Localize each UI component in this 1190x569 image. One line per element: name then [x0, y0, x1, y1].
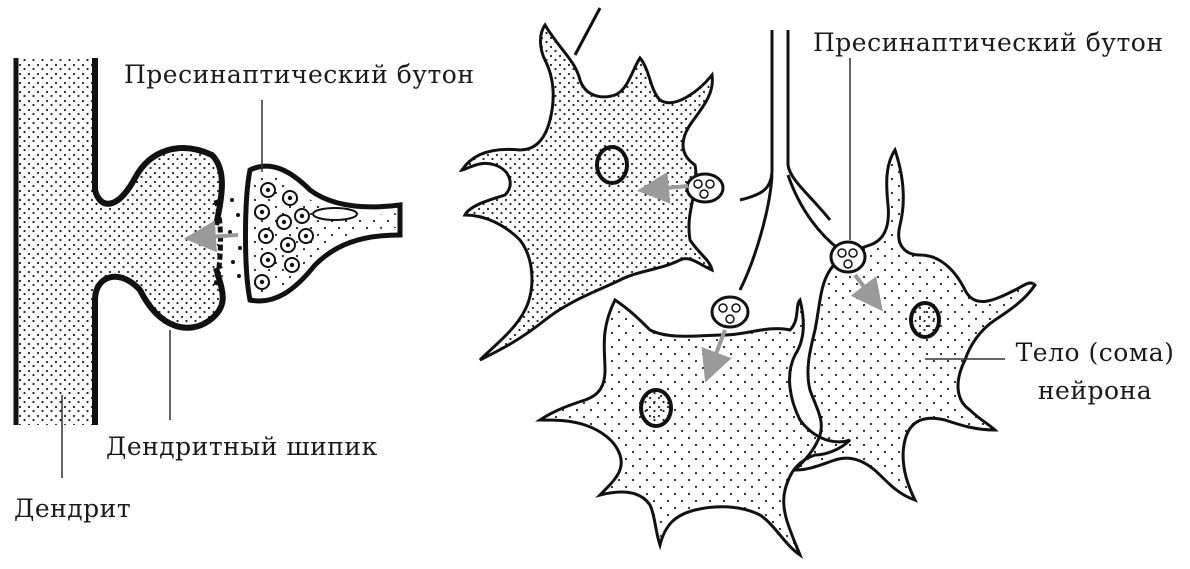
presynaptic-bouton-right-3	[712, 297, 748, 327]
label-soma-line1: Тело (сома)	[1010, 340, 1180, 365]
nucleus-right	[911, 303, 939, 337]
presynaptic-bouton-right-1	[687, 174, 723, 202]
right-panel	[462, 8, 1035, 555]
label-presynaptic-bouton-left: Пресинаптический бутон	[124, 62, 475, 87]
dendrite-branch-tl-1	[575, 8, 600, 55]
label-dendritic-spine: Дендритный шипик	[106, 434, 378, 459]
label-presynaptic-bouton-right: Пресинаптический бутон	[813, 30, 1164, 55]
nucleus-bottom-middle	[641, 390, 671, 426]
label-dendrite: Дендрит	[14, 496, 131, 521]
left-panel	[16, 58, 400, 478]
nucleus-top-left	[597, 147, 627, 183]
neuron-top-left	[462, 25, 712, 360]
neuron-bottom-middle	[540, 300, 850, 555]
synaptic-cleft	[228, 198, 242, 278]
axon	[740, 30, 840, 290]
mitochondrion	[313, 208, 357, 220]
dendrite-shaft	[16, 58, 223, 425]
presynaptic-bouton-right-2	[831, 242, 865, 272]
label-soma-line2: нейрона	[1010, 378, 1180, 403]
